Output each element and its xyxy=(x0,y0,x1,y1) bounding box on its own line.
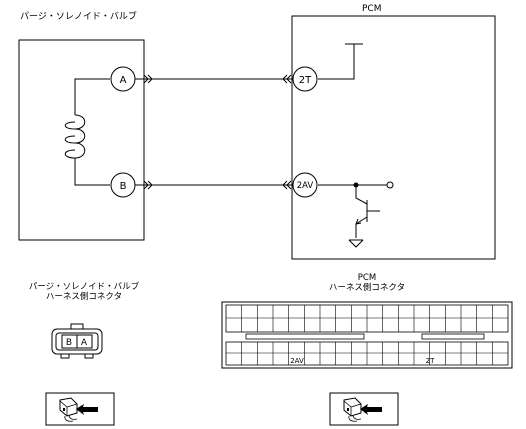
solenoid-connector xyxy=(51,323,103,359)
wire-b-2av xyxy=(135,180,294,190)
terminal-2t: 2T xyxy=(292,66,318,92)
terminal-a: A xyxy=(110,66,136,92)
svg-text:B: B xyxy=(120,181,127,192)
svg-text:2AV: 2AV xyxy=(297,181,314,191)
solenoid-connector-title: パージ・ソレノイド・バルブ xyxy=(29,281,140,292)
solenoid-pin-a: A xyxy=(81,338,88,348)
connector-view-icon xyxy=(329,392,399,426)
pcm-2t-internal xyxy=(318,43,363,80)
pcm-title: PCM xyxy=(362,4,381,14)
connector-view-icon xyxy=(45,392,115,426)
pcm-connector-key-right xyxy=(421,333,485,340)
pcm-pin-2t: 2T xyxy=(426,357,435,365)
pcm-pin-2av: 2AV xyxy=(290,357,304,365)
pcm-box xyxy=(291,15,496,260)
pcm-connector-subtitle: ハーネス側コネクタ xyxy=(329,282,405,293)
solenoid-title: パージ・ソレノイド・バルブ xyxy=(20,10,137,22)
svg-text:2T: 2T xyxy=(299,75,312,86)
wire-a-2t xyxy=(135,74,294,84)
pcm-connector-title: PCM xyxy=(358,273,376,283)
pcm-2av-internal xyxy=(318,181,394,248)
svg-text:A: A xyxy=(120,75,127,86)
terminal-b: B xyxy=(110,172,136,198)
solenoid-box xyxy=(18,39,145,241)
pcm-connector xyxy=(221,301,513,369)
pcm-connector-key-left xyxy=(245,333,365,340)
solenoid-connector-subtitle: ハーネス側コネクタ xyxy=(46,291,122,302)
solenoid-pin-b: B xyxy=(66,338,72,348)
solenoid-coil xyxy=(64,78,110,186)
terminal-2av: 2AV xyxy=(292,172,318,198)
